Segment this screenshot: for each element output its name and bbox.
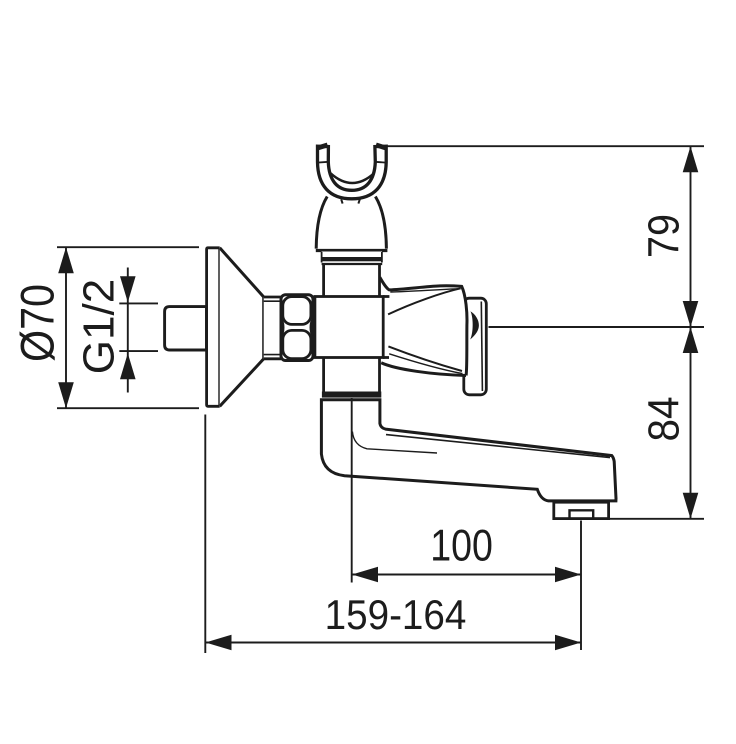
svg-text:84: 84 xyxy=(639,396,688,441)
svg-text:159-164: 159-164 xyxy=(325,591,467,639)
svg-text:G1/2: G1/2 xyxy=(75,279,124,374)
svg-text:79: 79 xyxy=(639,214,688,258)
svg-text:100: 100 xyxy=(430,520,493,570)
svg-text:Ø70: Ø70 xyxy=(12,284,64,362)
